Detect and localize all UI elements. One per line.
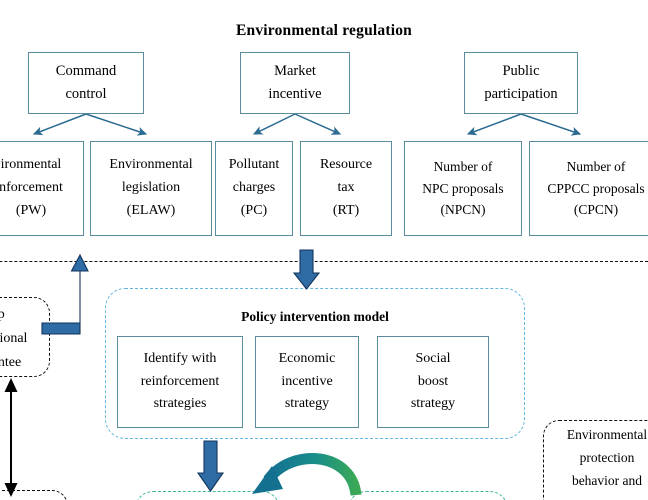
node-line: (NPCN) — [440, 202, 486, 218]
node-line: Number of — [433, 158, 493, 174]
node-social-boost[interactable]: Social boost strategy — [377, 336, 489, 428]
node-line: control — [65, 86, 107, 102]
text-line: Top — [0, 307, 5, 322]
node-line: Resource — [319, 157, 373, 173]
node-pollutant-charges[interactable]: Pollutant charges (PC) — [215, 141, 293, 236]
environmental-protection-behavior-text: Environmental protection behavior and — [543, 423, 648, 493]
node-command-control[interactable]: Command control — [28, 52, 144, 114]
node-line: (PC) — [240, 202, 268, 218]
node-resource-tax[interactable]: Resource tax (RT) — [300, 141, 392, 236]
node-line: participation — [484, 86, 558, 102]
node-line: (ELAW) — [126, 202, 176, 218]
arrow-down-from-policy — [196, 440, 225, 492]
text-line: guarantee — [0, 355, 22, 371]
node-line: ironmental — [0, 157, 62, 173]
text-line: behavior and — [571, 473, 643, 489]
region-bottom-green-left — [135, 491, 280, 500]
node-line: Environmental — [109, 157, 193, 173]
node-environmental-legislation[interactable]: Environmental legislation (ELAW) — [90, 141, 212, 236]
node-cppcc-proposals[interactable]: Number of CPPCC proposals (CPCN) — [529, 141, 648, 236]
node-line: Market — [274, 62, 316, 79]
node-line: incentive — [268, 86, 322, 102]
node-economic-incentive[interactable]: Economic incentive strategy — [255, 336, 359, 428]
text-line: protection — [579, 450, 635, 466]
node-line: strategy — [284, 396, 330, 412]
region-environmental-regulation — [0, 0, 648, 262]
region-bottom-green-right — [348, 491, 508, 500]
node-public-participation[interactable]: Public participation — [464, 52, 578, 114]
node-line: CPPCC proposals — [547, 180, 645, 196]
node-line: Public — [502, 62, 540, 79]
node-environmental-enforcement[interactable]: ironmental nforcement (PW) — [0, 141, 84, 236]
node-market-incentive[interactable]: Market incentive — [240, 52, 350, 114]
node-line: Number of — [566, 158, 626, 174]
text-line: Environmental — [566, 427, 648, 442]
node-npc-proposals[interactable]: Number of NPC proposals (NPCN) — [404, 141, 522, 236]
node-line: Economic — [278, 350, 336, 366]
node-line: (PW) — [15, 202, 47, 218]
top-institutional-guarantee-text: Top institutional guarantee — [0, 303, 50, 375]
arrow-curved-feedback — [252, 453, 362, 496]
node-line: Identify with — [143, 350, 217, 366]
node-line: strategies — [153, 396, 207, 412]
text-line: institutional — [0, 331, 28, 347]
node-line: charges — [232, 180, 276, 196]
policy-intervention-title: Policy intervention model — [241, 309, 389, 324]
node-line: reinforcement — [140, 373, 220, 389]
node-line: strategy — [410, 396, 456, 412]
node-line: boost — [417, 373, 449, 389]
node-line: legislation — [121, 180, 181, 196]
node-line: NPC proposals — [422, 180, 504, 196]
node-line: Social — [415, 350, 451, 366]
node-line: Pollutant — [228, 157, 280, 173]
region-bottom-left — [0, 490, 68, 500]
node-line: Command — [55, 62, 117, 79]
node-line: incentive — [281, 373, 333, 389]
arrow-double-vertical-left — [4, 378, 18, 497]
page-title: Environmental regulation — [235, 22, 413, 39]
region-environmental-protection-behavior — [543, 420, 648, 500]
node-line: nforcement — [0, 180, 63, 196]
node-line: tax — [337, 180, 355, 196]
node-line: (CPCN) — [573, 202, 619, 218]
node-identify-reinforcement[interactable]: Identify with reinforcement strategies — [117, 336, 243, 428]
region-top-institutional-guarantee — [0, 297, 50, 377]
node-line: (RT) — [332, 202, 360, 218]
